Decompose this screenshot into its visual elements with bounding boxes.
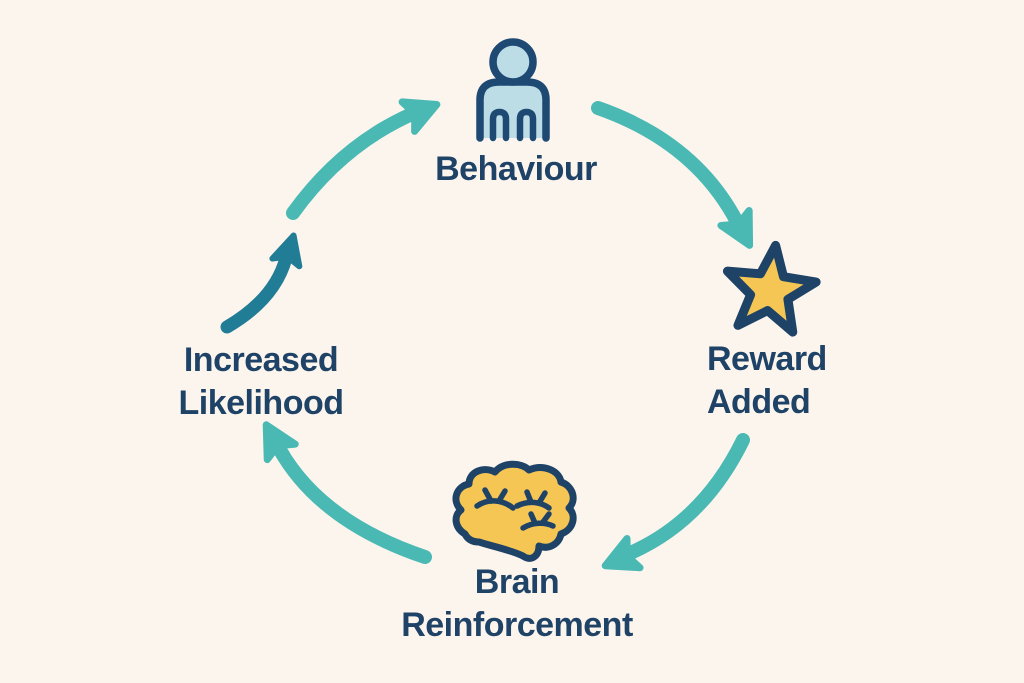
person-icon: [476, 38, 550, 142]
behaviour-label-text: Behaviour: [435, 150, 597, 188]
increased-likelihood-label: Increased Likelihood: [111, 339, 411, 425]
arrow-behaviour-to-reward: [591, 101, 754, 249]
increased-likelihood-label-line1: Increased: [183, 341, 339, 379]
increase-arrow-icon: [220, 232, 303, 334]
star-icon: [722, 240, 821, 337]
reward-added-label-line1: Reward: [707, 340, 827, 378]
increased-likelihood-label-line2: Likelihood: [178, 384, 345, 422]
arrow-reward-to-brain: [601, 433, 750, 572]
arrow-brain-to-likelihood: [262, 421, 432, 564]
brain-reinforcement-label-line1: Brain: [474, 563, 560, 601]
behaviour-label: Behaviour: [366, 148, 666, 191]
brain-reinforcement-label-line2: Reinforcement: [401, 606, 633, 644]
brain-reinforcement-label: Brain Reinforcement: [367, 561, 667, 647]
arrow-likelihood-to-behaviour: [286, 98, 441, 220]
brain-icon: [452, 460, 577, 562]
reward-added-label: Reward Added: [707, 338, 927, 424]
reward-added-label-line2: Added: [707, 383, 811, 421]
